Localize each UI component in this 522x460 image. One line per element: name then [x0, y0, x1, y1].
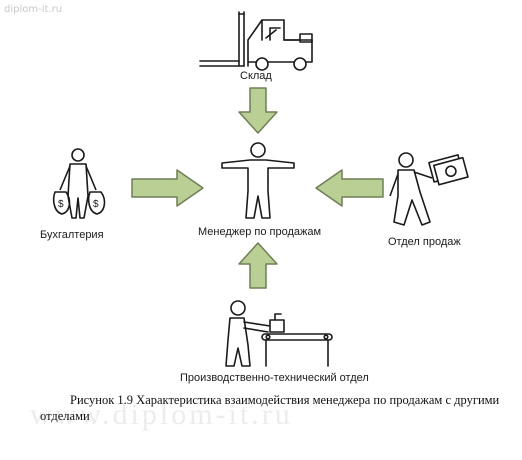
- watermark-center: www.diplom-it.ru: [30, 398, 293, 431]
- person-money-bags-icon: $ $: [52, 148, 106, 219]
- arrow-up-from-production: [238, 242, 278, 289]
- arrow-left-from-sales: [315, 169, 384, 207]
- label-warehouse: Склад: [240, 70, 272, 82]
- svg-text:$: $: [93, 199, 99, 210]
- arrow-down-from-warehouse: [238, 87, 278, 134]
- label-accounting: Бухгалтерия: [40, 229, 104, 241]
- person-arms-out-icon: [221, 142, 295, 219]
- label-manager: Менеджер по продажам: [198, 226, 322, 238]
- person-holding-money-icon: [389, 152, 469, 226]
- arrow-right-from-accounting: [131, 169, 204, 207]
- caption-text: Рисунок 1.9 Характеристика взаимодействи…: [40, 393, 500, 423]
- figure-caption: Рисунок 1.9 Характеристика взаимодействи…: [40, 392, 510, 424]
- watermark-top: diplom-it.ru: [4, 4, 63, 15]
- svg-text:$: $: [58, 199, 64, 210]
- forklift-icon: [199, 11, 313, 71]
- label-sales-dept: Отдел продаж: [388, 236, 461, 248]
- worker-conveyor-icon: [225, 300, 333, 367]
- label-production: Производственно-технический отдел: [180, 372, 369, 384]
